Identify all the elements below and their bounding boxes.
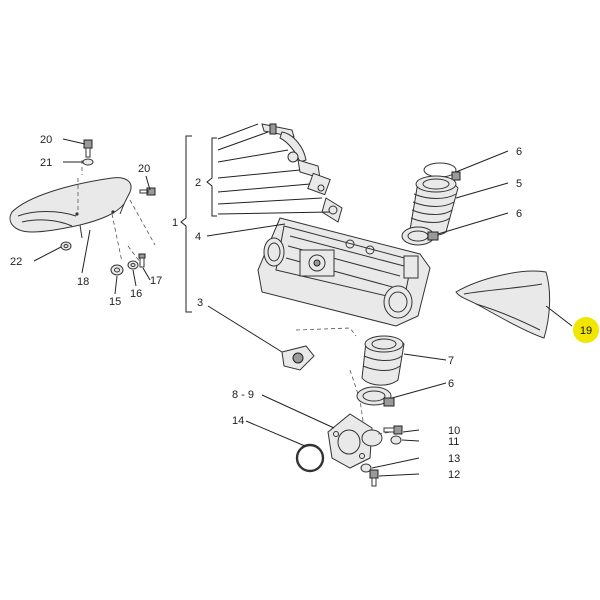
label-20-right: 20 <box>138 163 150 175</box>
label-19: 19 <box>580 325 592 337</box>
label-14: 14 <box>232 415 244 427</box>
label-17: 17 <box>150 275 162 287</box>
label-3: 3 <box>197 297 203 309</box>
label-15: 15 <box>109 296 121 308</box>
label-10: 10 <box>448 425 460 437</box>
grommet-22 <box>60 241 72 251</box>
label-4: 4 <box>195 231 201 243</box>
flange-assembly <box>245 394 420 487</box>
upper-hose-group <box>401 150 509 246</box>
cover-18 <box>9 177 132 233</box>
label-21: 21 <box>40 157 52 169</box>
lower-hose-group <box>295 327 447 429</box>
label-20-left: 20 <box>40 134 52 146</box>
clamp-6-bottom <box>356 386 395 407</box>
washer-21 <box>82 158 94 166</box>
label-22: 22 <box>10 256 22 268</box>
label-12: 12 <box>448 469 460 481</box>
label-5: 5 <box>516 178 522 190</box>
screw-20-right <box>139 187 156 196</box>
label-8-9: 8 - 9 <box>232 389 254 401</box>
highlight-19 <box>573 317 599 343</box>
washer-13 <box>360 463 372 473</box>
label-6-bottom: 6 <box>448 378 454 390</box>
sensor-3 <box>207 305 315 371</box>
throttle-body-4 <box>206 217 431 327</box>
label-1: 1 <box>172 217 178 229</box>
screw-20-left <box>83 139 93 158</box>
bracket-2 <box>206 137 217 217</box>
washer-11 <box>390 435 402 445</box>
bolt-10 <box>383 425 403 435</box>
cover-19 <box>455 270 573 339</box>
label-11: 11 <box>448 436 459 448</box>
label-18: 18 <box>77 276 89 288</box>
washer-16 <box>127 260 139 270</box>
nut-15 <box>110 264 124 276</box>
stud-17 <box>138 253 146 268</box>
bracket-1 <box>180 135 192 313</box>
label-13: 13 <box>448 453 460 465</box>
label-6-mid: 6 <box>516 208 522 220</box>
clamp-6-lower <box>401 226 439 246</box>
label-2: 2 <box>195 177 201 189</box>
label-7: 7 <box>448 355 454 367</box>
label-6-top: 6 <box>516 146 522 158</box>
screw-12 <box>369 469 379 487</box>
callout-labels: 20 21 20 22 18 15 16 17 1 2 4 3 6 5 6 7 … <box>10 134 599 481</box>
o-ring-14 <box>295 443 325 473</box>
flange-8-9 <box>327 413 373 469</box>
left-cover-assembly <box>9 138 156 295</box>
label-16: 16 <box>130 288 142 300</box>
linkage-assembly-2 <box>217 123 343 223</box>
